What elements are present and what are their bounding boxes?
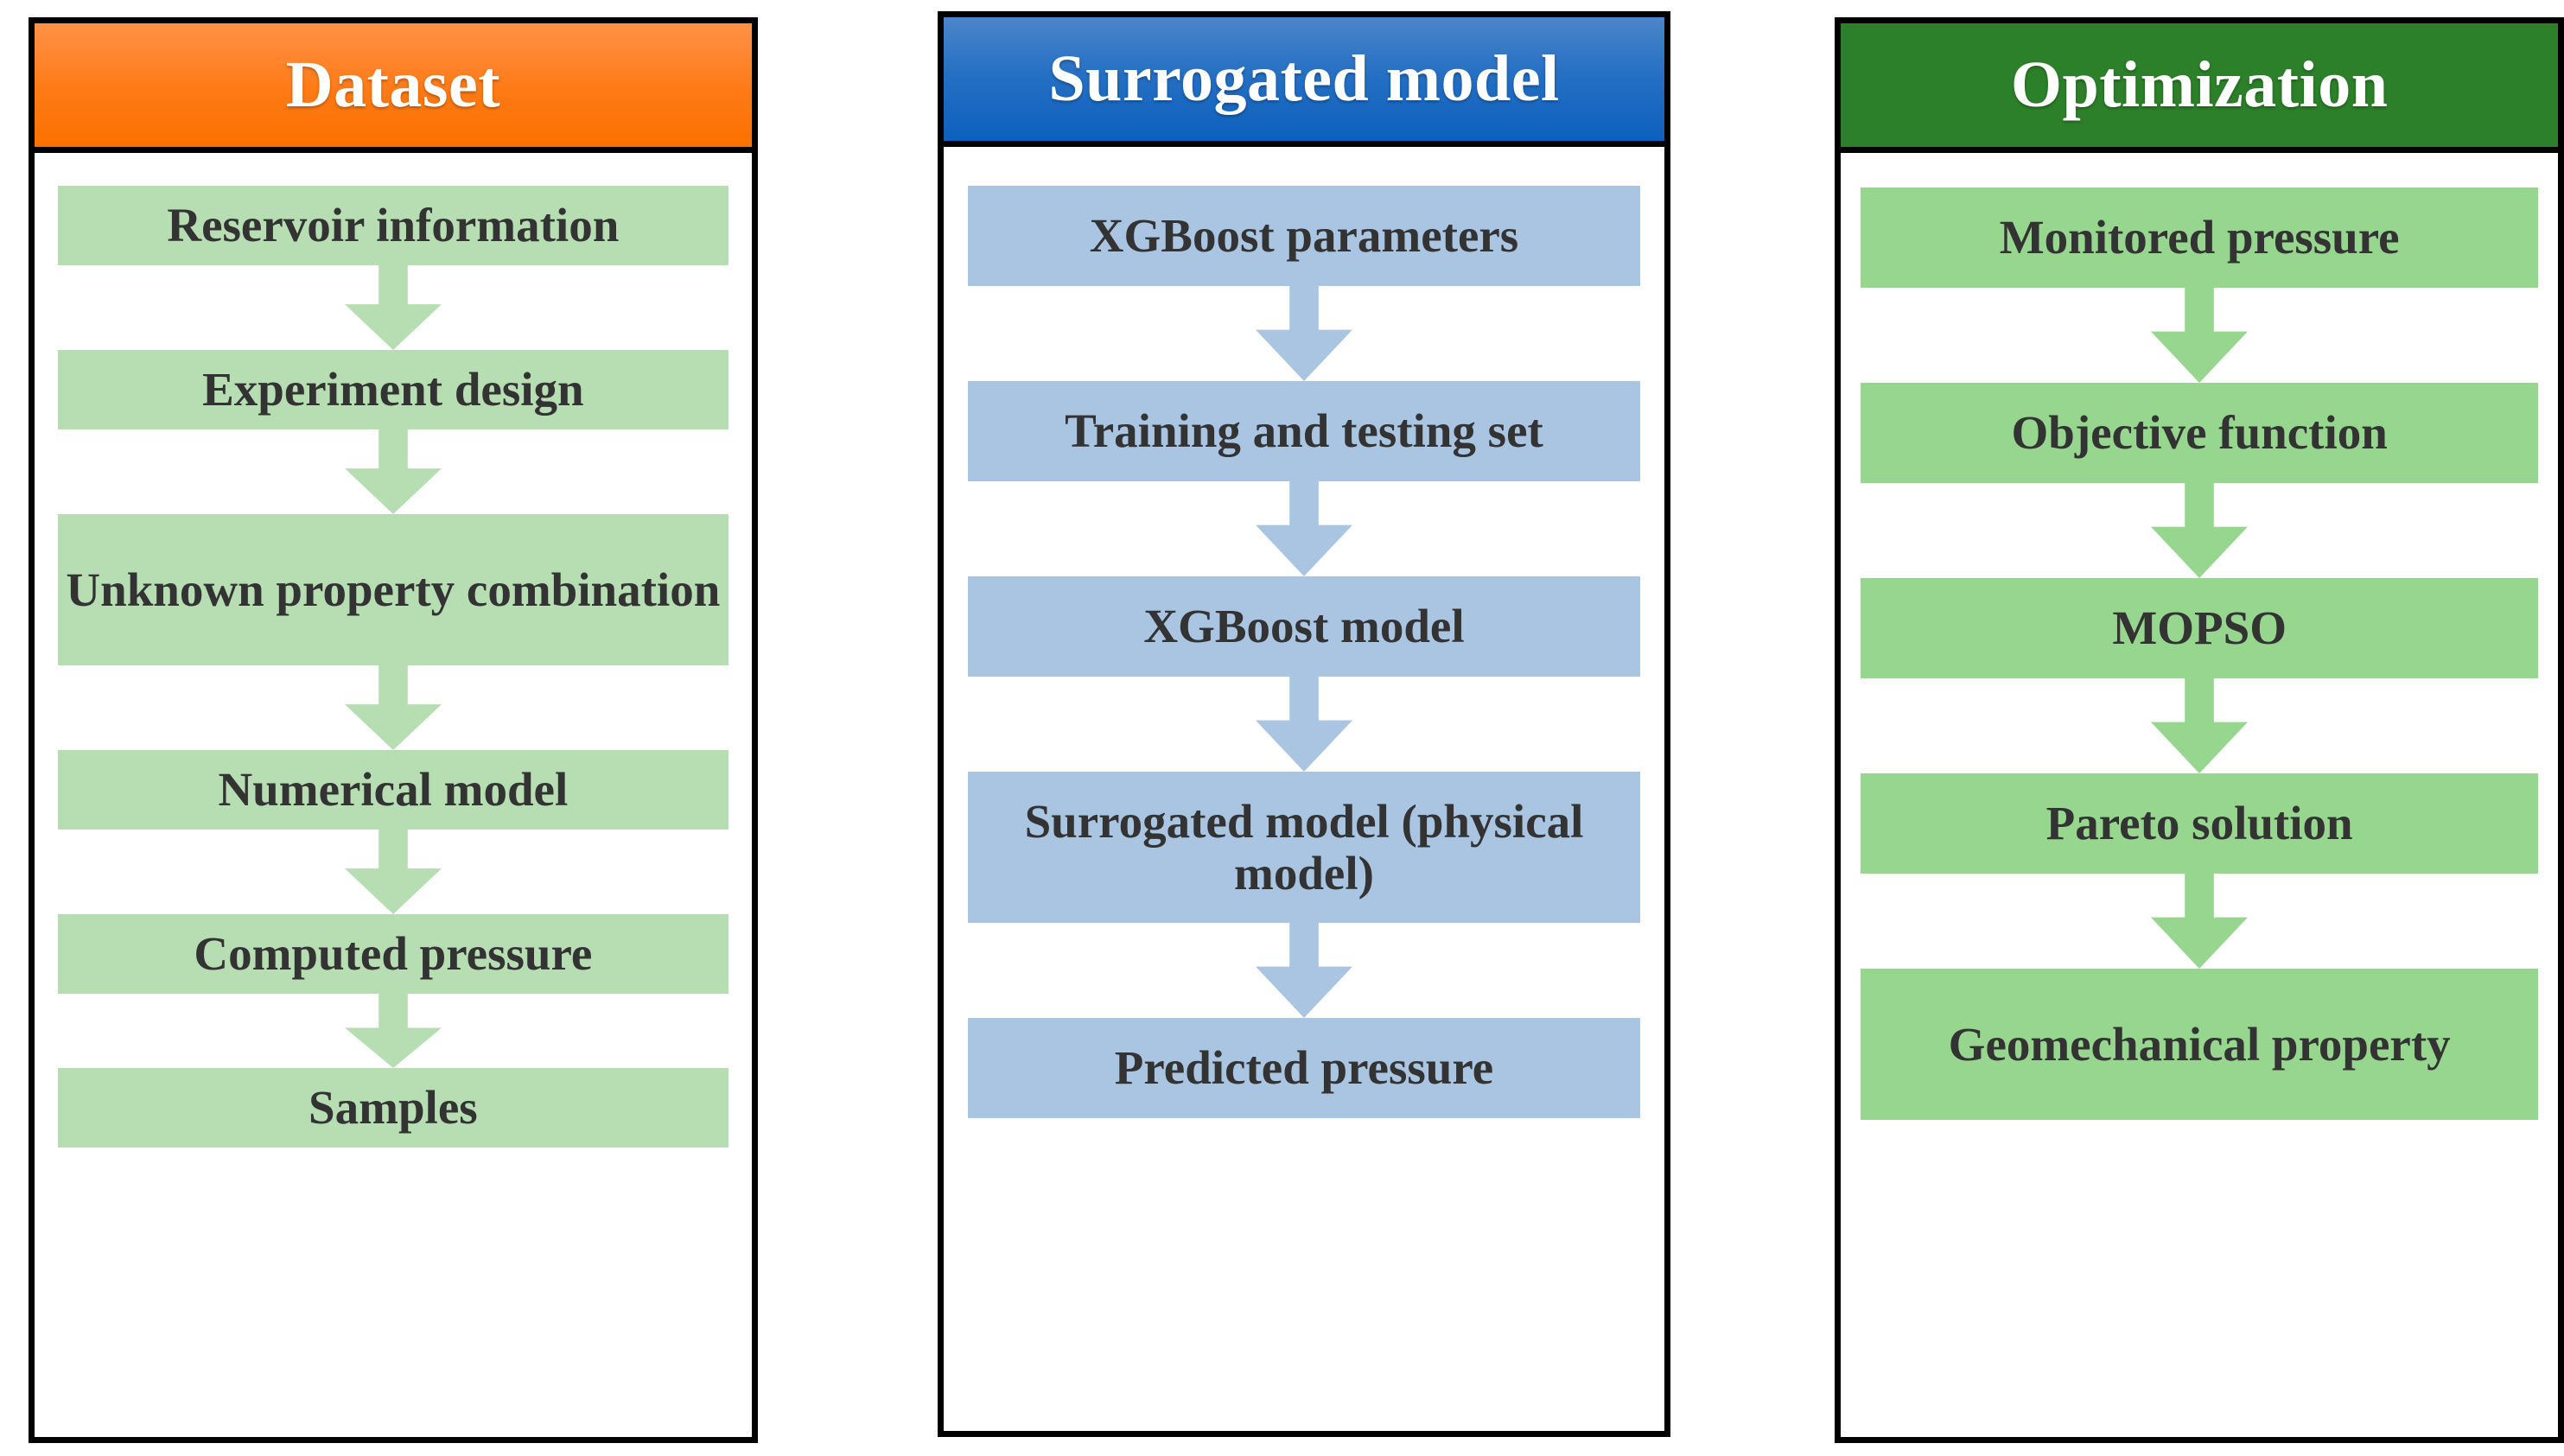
- down-arrow-icon: [344, 665, 442, 750]
- node-computed-pressure: Computed pressure: [58, 914, 728, 994]
- column-header-optimization: Optimization: [1841, 23, 2558, 153]
- down-arrow-icon: [344, 994, 442, 1068]
- column-dataset: Dataset Reservoir information Experiment…: [29, 17, 758, 1443]
- down-arrow-icon: [344, 830, 442, 914]
- down-arrow-icon: [2151, 874, 2249, 969]
- column-surrogated-model: Surrogated model XGBoost parameters Trai…: [937, 11, 1671, 1437]
- down-arrow-icon: [2151, 483, 2249, 578]
- node-pareto-solution: Pareto solution: [1861, 773, 2538, 874]
- node-predicted-pressure: Predicted pressure: [967, 1018, 1641, 1118]
- down-arrow-icon: [1256, 923, 1352, 1018]
- node-surrogated-model-physical-model: Surrogated model (physical model): [967, 772, 1641, 923]
- down-arrow-icon: [1256, 677, 1352, 772]
- column-body-dataset: Reservoir information Experiment design …: [35, 153, 752, 1437]
- down-arrow-icon: [344, 429, 442, 514]
- down-arrow-icon: [1256, 286, 1352, 381]
- node-monitored-pressure: Monitored pressure: [1861, 188, 2538, 288]
- node-mopso: MOPSO: [1861, 578, 2538, 678]
- node-objective-function: Objective function: [1861, 383, 2538, 483]
- node-numerical-model: Numerical model: [58, 750, 728, 830]
- node-samples: Samples: [58, 1068, 728, 1148]
- node-unknown-property-combination: Unknown property combination: [58, 514, 728, 665]
- down-arrow-icon: [344, 265, 442, 350]
- column-header-dataset: Dataset: [35, 23, 752, 153]
- column-optimization: Optimization Monitored pressure Objectiv…: [1835, 17, 2564, 1443]
- node-training-and-testing-set: Training and testing set: [967, 381, 1641, 481]
- node-xgboost-parameters: XGBoost parameters: [967, 186, 1641, 286]
- node-experiment-design: Experiment design: [58, 350, 728, 429]
- node-reservoir-information: Reservoir information: [58, 186, 728, 265]
- column-header-surrogated-model: Surrogated model: [943, 17, 1665, 147]
- column-body-surrogated-model: XGBoost parameters Training and testing …: [944, 147, 1665, 1431]
- node-geomechanical-property: Geomechanical property: [1861, 969, 2538, 1120]
- column-body-optimization: Monitored pressure Objective function MO…: [1841, 153, 2558, 1437]
- node-xgboost-model: XGBoost model: [967, 576, 1641, 677]
- down-arrow-icon: [2151, 678, 2249, 773]
- down-arrow-icon: [2151, 288, 2249, 383]
- down-arrow-icon: [1256, 481, 1352, 576]
